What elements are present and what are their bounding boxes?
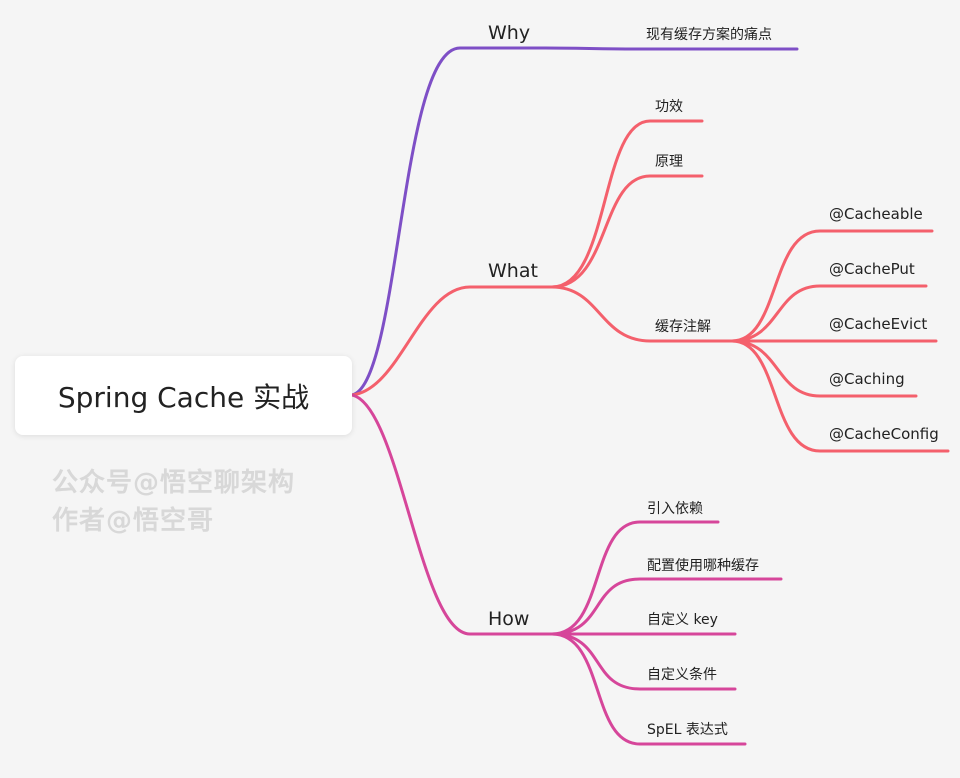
link-what-effect <box>550 119 704 289</box>
node-custom-key[interactable]: 自定义 key <box>647 612 718 628</box>
node-caching[interactable]: @Caching <box>829 370 905 388</box>
node-cacheput[interactable]: @CachePut <box>829 260 915 278</box>
root-node[interactable]: Spring Cache 实战 <box>15 356 352 435</box>
node-spel[interactable]: SpEL 表达式 <box>647 722 728 738</box>
link-why-painpoint <box>543 46 799 51</box>
watermark-line1: 公众号@悟空聊架构 <box>52 468 296 498</box>
node-effect[interactable]: 功效 <box>655 99 683 115</box>
link-how-config <box>550 577 783 636</box>
link-what-annotations <box>550 285 734 343</box>
link-how-spel <box>550 632 747 746</box>
node-cacheconfig[interactable]: @CacheConfig <box>829 425 939 443</box>
node-painpoint[interactable]: 现有缓存方案的痛点 <box>646 27 772 43</box>
node-cacheevict[interactable]: @CacheEvict <box>829 315 928 333</box>
branch-how[interactable]: How <box>488 608 530 630</box>
link-how-dependency <box>550 520 720 636</box>
node-principle[interactable]: 原理 <box>655 154 683 170</box>
link-root-how <box>350 393 554 636</box>
link-anno-cacheconfig <box>730 339 950 453</box>
node-custom-condition[interactable]: 自定义条件 <box>647 667 717 683</box>
link-anno-cacheput <box>730 284 928 343</box>
link-root-why <box>350 46 547 397</box>
node-cacheable[interactable]: @Cacheable <box>829 205 923 223</box>
watermark-line2: 作者@悟空哥 <box>52 506 215 536</box>
node-config-cache[interactable]: 配置使用哪种缓存 <box>647 558 759 574</box>
link-anno-cacheable <box>730 229 934 343</box>
link-what-principle <box>550 174 704 289</box>
node-cache-annotations[interactable]: 缓存注解 <box>655 319 711 335</box>
link-anno-caching <box>730 339 918 398</box>
link-how-condition <box>550 632 737 691</box>
link-root-what <box>350 285 554 397</box>
root-label: Spring Cache 实战 <box>57 380 310 414</box>
branch-why[interactable]: Why <box>488 22 531 44</box>
node-dependency[interactable]: 引入依赖 <box>647 501 703 517</box>
branch-what[interactable]: What <box>488 260 538 282</box>
